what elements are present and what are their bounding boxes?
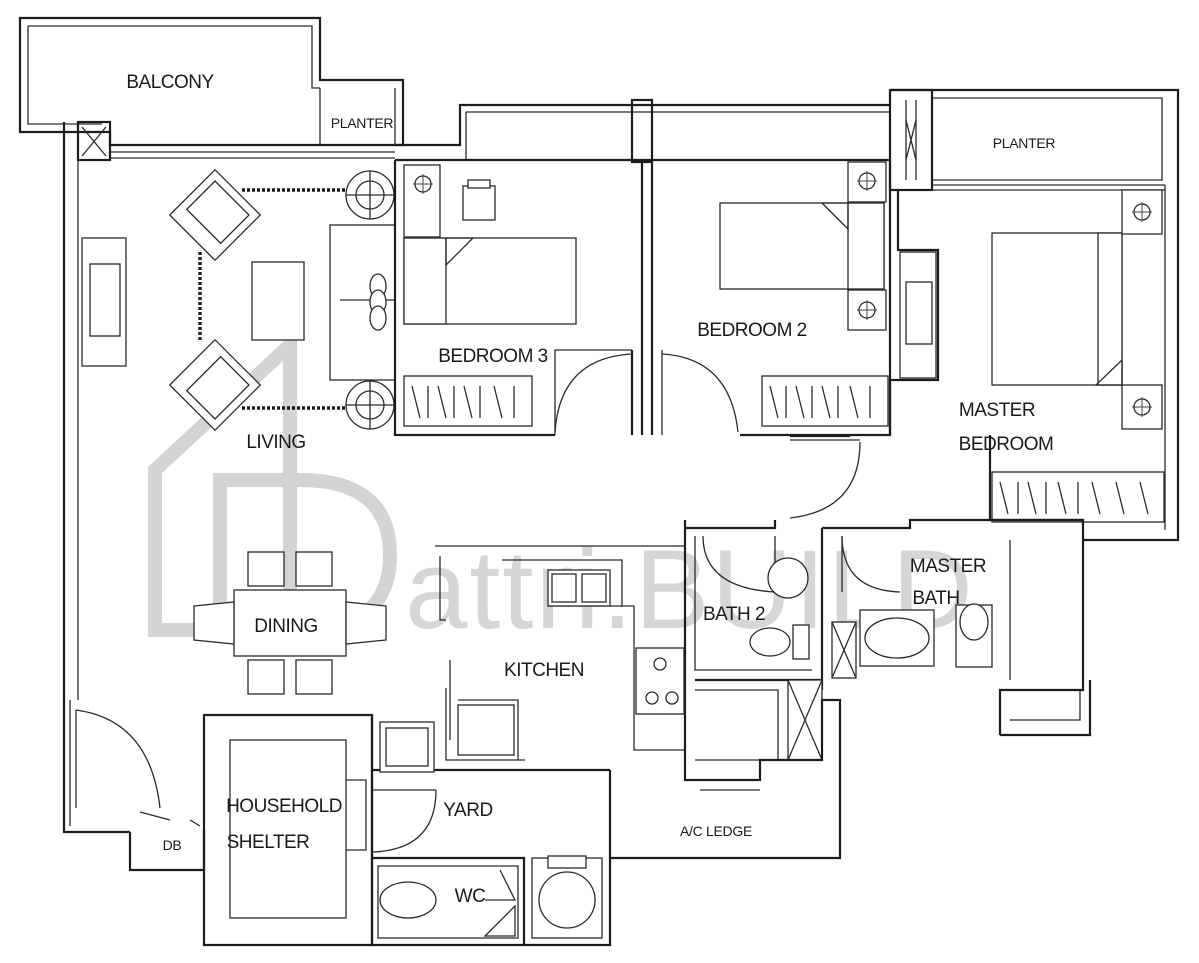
- label-planter-left: PLANTER: [331, 115, 394, 131]
- master-bedroom: [789, 189, 1165, 523]
- bedroom-3: [393, 160, 644, 437]
- bathrooms: [683, 518, 1085, 782]
- label-bedroom-3: BEDROOM 3: [438, 346, 548, 367]
- label-master-bath-line2: BATH: [912, 588, 959, 609]
- bedroom-2: [650, 160, 892, 437]
- label-yard: YARD: [443, 800, 492, 821]
- label-master-bath-line1: MASTER: [910, 556, 986, 577]
- label-kitchen: KITCHEN: [504, 660, 584, 681]
- label-wc: WC: [455, 886, 486, 907]
- label-living: LIVING: [246, 432, 305, 453]
- label-dining: DINING: [254, 616, 318, 637]
- dining-set: [193, 551, 387, 695]
- label-ac-ledge: A/C LEDGE: [680, 823, 752, 839]
- room-labels: BALCONY PLANTER PLANTER BEDROOM 3 BEDROO…: [126, 72, 1055, 907]
- label-bath-2: BATH 2: [703, 604, 765, 625]
- label-bedroom-2: BEDROOM 2: [697, 320, 807, 341]
- label-master-bedroom-line1: MASTER: [959, 400, 1035, 421]
- service-area: [608, 678, 1092, 860]
- shelter-yard-wc: [75, 709, 612, 947]
- label-household-shelter-line1: HOUSEHOLD: [226, 796, 342, 817]
- label-master-bedroom-line2: BEDROOM: [959, 434, 1054, 455]
- label-balcony: BALCONY: [126, 72, 214, 93]
- living-furniture: [81, 168, 396, 432]
- label-planter-right: PLANTER: [993, 135, 1056, 151]
- label-db: DB: [163, 837, 182, 853]
- label-household-shelter-line2: SHELTER: [227, 832, 310, 853]
